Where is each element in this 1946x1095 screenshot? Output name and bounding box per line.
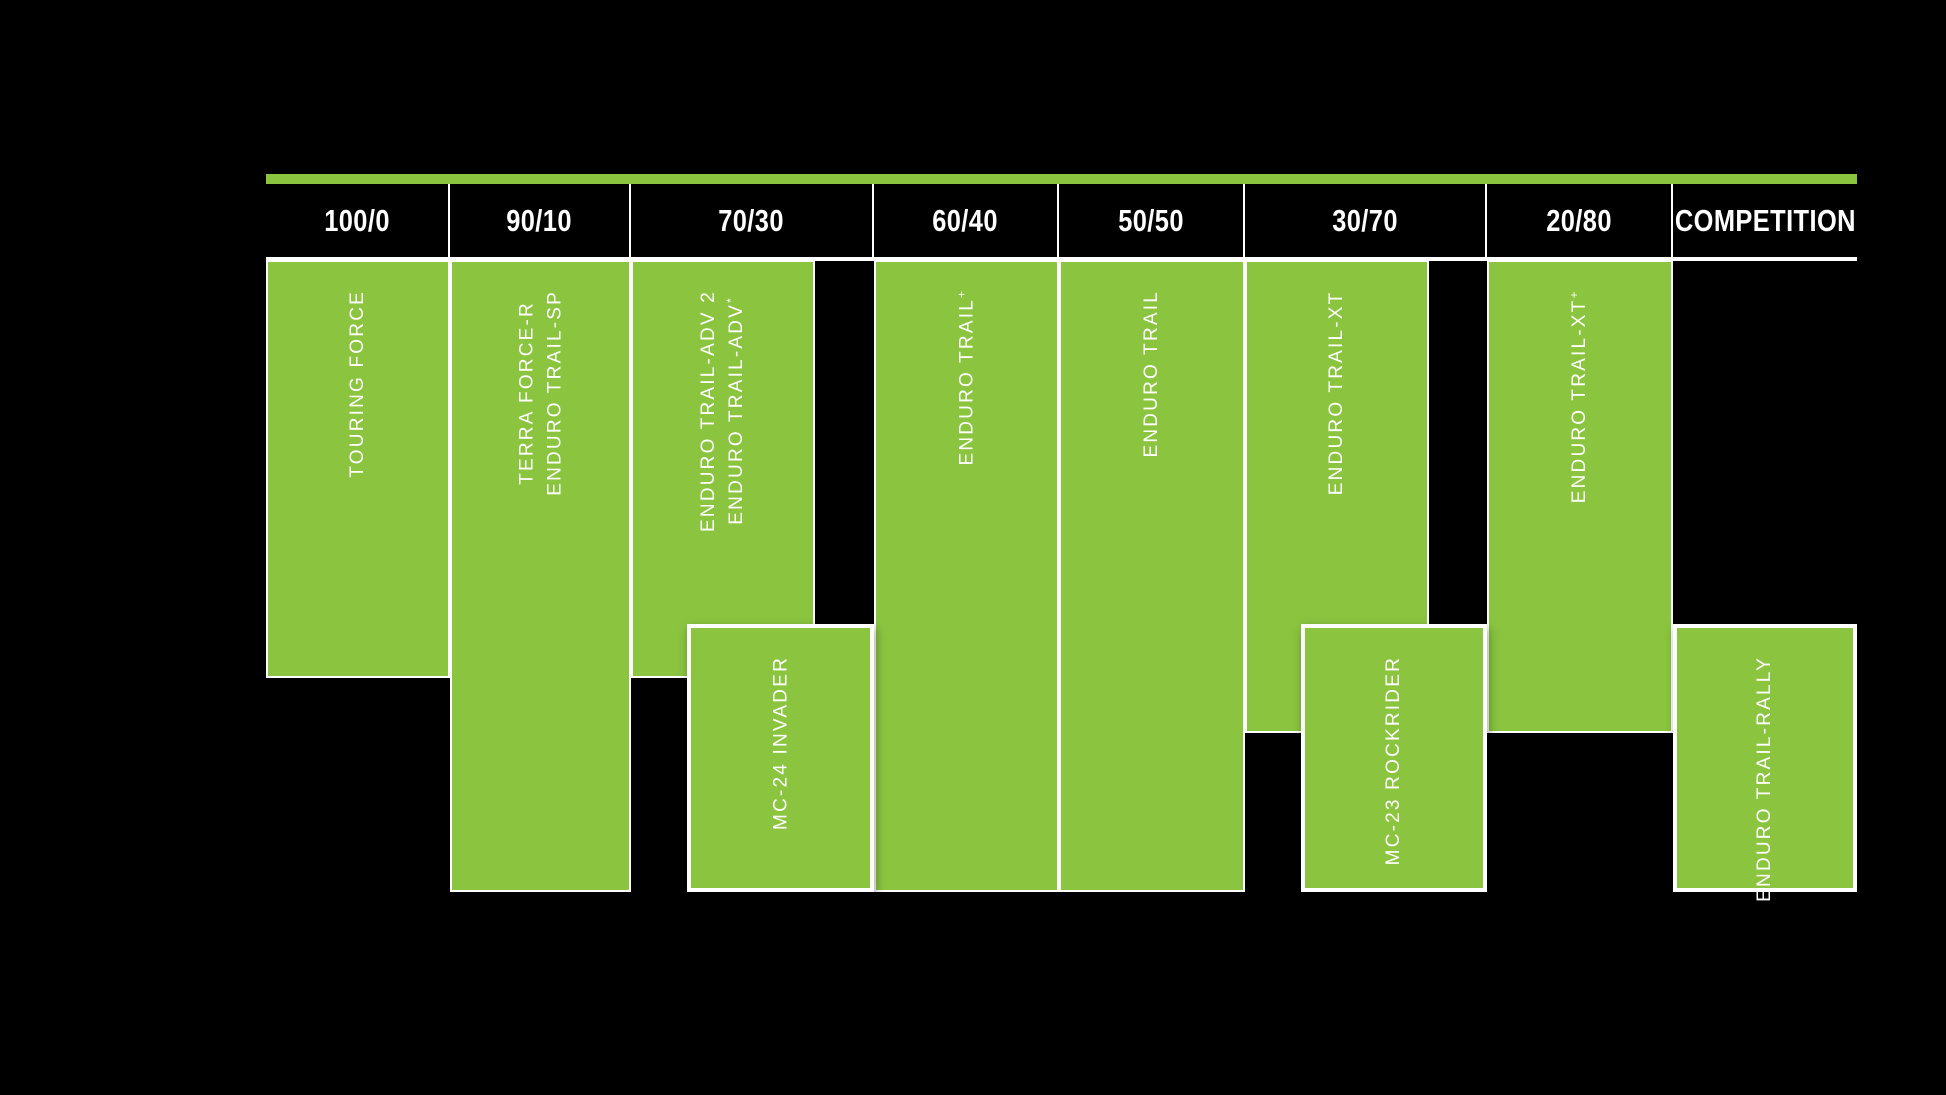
product-label-line: ENDURO TRAIL: [1138, 290, 1166, 458]
product-label-superscript: +: [1567, 290, 1582, 299]
product-label: TOURING FORCE: [344, 290, 372, 478]
product-label: MC-24 INVADER: [767, 656, 795, 830]
product-label-text: MC-23 ROCKRIDER: [1383, 656, 1405, 866]
header-cell-100-0: 100/0: [266, 184, 450, 257]
header-cell-30-70: 30/70: [1245, 184, 1487, 257]
product-label: ENDURO TRAIL-XT: [1323, 290, 1351, 495]
product-block-enduro-trail-plus: ENDURO TRAIL+: [874, 260, 1059, 892]
rotated-label-wrap: ENDURO TRAIL: [1061, 262, 1243, 890]
header-cell-label: COMPETITION: [1674, 202, 1856, 238]
header-cell-20-80: 20/80: [1487, 184, 1673, 257]
product-label-text: MC-24 INVADER: [769, 656, 791, 830]
product-block-mc-23-rockrider: MC-23 ROCKRIDER: [1301, 624, 1487, 892]
product-label: ENDURO TRAIL-RALLY: [1751, 656, 1779, 902]
header-cell-50-50: 50/50: [1059, 184, 1245, 257]
product-label-text: ENDURO TRAIL: [1141, 290, 1163, 458]
product-label-text: ENDURO TRAIL-SP: [543, 290, 565, 496]
header-cell-label: 50/50: [1118, 202, 1184, 238]
header-cell-label: 70/30: [718, 202, 785, 238]
product-label-text: ENDURO TRAIL-XT: [1326, 290, 1348, 495]
header-cell-70-30: 70/30: [631, 184, 874, 257]
product-label-text: ENDURO TRAIL-RALLY: [1754, 656, 1776, 902]
product-label-text: ENDURO TRAIL-ADV 2: [698, 290, 720, 532]
header-cell-label: 90/10: [506, 202, 573, 238]
header-cell-label: 60/40: [932, 202, 999, 238]
product-block-mc-24-invader: MC-24 INVADER: [687, 624, 874, 892]
product-label-line: ENDURO TRAIL-ADV 2: [695, 290, 723, 532]
rotated-label-wrap: ENDURO TRAIL-RALLY: [1677, 628, 1853, 902]
product-label-superscript: *: [724, 297, 738, 303]
rotated-label-wrap: TOURING FORCE: [268, 262, 448, 676]
product-label-superscript: +: [953, 290, 968, 299]
product-label-text: TERRA FORCE-R: [515, 301, 537, 485]
rotated-label-wrap: TERRA FORCE-R ENDURO TRAIL-SP: [452, 262, 629, 890]
rotated-label-wrap: ENDURO TRAIL+: [876, 262, 1057, 890]
header-cell-label: 30/70: [1332, 202, 1398, 238]
product-label: ENDURO TRAIL: [1138, 290, 1166, 458]
product-label-line: MC-24 INVADER: [767, 656, 795, 830]
product-label: MC-23 ROCKRIDER: [1380, 656, 1408, 865]
product-label-line: MC-23 ROCKRIDER: [1380, 656, 1408, 865]
header-cell-60-40: 60/40: [874, 184, 1059, 257]
product-block-enduro-trail-rally: ENDURO TRAIL-RALLY: [1673, 624, 1857, 902]
product-label-text: ENDURO TRAIL-XT: [1569, 298, 1591, 503]
product-label: ENDURO TRAIL-XT+: [1566, 290, 1594, 503]
product-label-line: ENDURO TRAIL-ADV*: [723, 290, 751, 532]
product-block-touring-force: TOURING FORCE: [266, 260, 450, 678]
product-label: ENDURO TRAIL+: [953, 290, 981, 466]
product-block-enduro-trail: ENDURO TRAIL: [1059, 260, 1245, 892]
header-cell-label: 100/0: [324, 202, 390, 238]
rotated-label-wrap: ENDURO TRAIL-XT+: [1489, 262, 1671, 731]
product-block-terra-force-r-enduro-trail-sp: TERRA FORCE-R ENDURO TRAIL-SP: [450, 260, 631, 892]
product-block-enduro-trail-xt-plus: ENDURO TRAIL-XT+: [1487, 260, 1673, 733]
product-label: TERRA FORCE-R ENDURO TRAIL-SP: [513, 290, 568, 496]
product-label-text: TOURING FORCE: [347, 290, 369, 478]
product-label-line: ENDURO TRAIL-XT+: [1566, 290, 1594, 503]
accent-top-bar: [266, 174, 1857, 184]
usage-split-header-row: 100/0 90/10 70/30 60/40 50/50 30/70 20/80 COMPE…: [266, 184, 1857, 261]
product-label-text: ENDURO TRAIL-ADV: [726, 302, 747, 525]
header-cell-90-10: 90/10: [450, 184, 631, 257]
product-label-line: ENDURO TRAIL-RALLY: [1751, 656, 1779, 902]
header-cell-label: 20/80: [1546, 202, 1612, 238]
product-label-line: TERRA FORCE-R: [513, 290, 541, 496]
product-label-text: ENDURO TRAIL: [955, 298, 977, 466]
product-label-line: TOURING FORCE: [344, 290, 372, 478]
product-label-line: ENDURO TRAIL-XT: [1323, 290, 1351, 495]
rotated-label-wrap: MC-24 INVADER: [691, 628, 870, 888]
rotated-label-wrap: MC-23 ROCKRIDER: [1305, 628, 1483, 888]
product-label-line: ENDURO TRAIL-SP: [541, 290, 569, 496]
header-cell-competition: COMPETITION: [1673, 184, 1857, 257]
product-label-line: ENDURO TRAIL+: [953, 290, 981, 466]
